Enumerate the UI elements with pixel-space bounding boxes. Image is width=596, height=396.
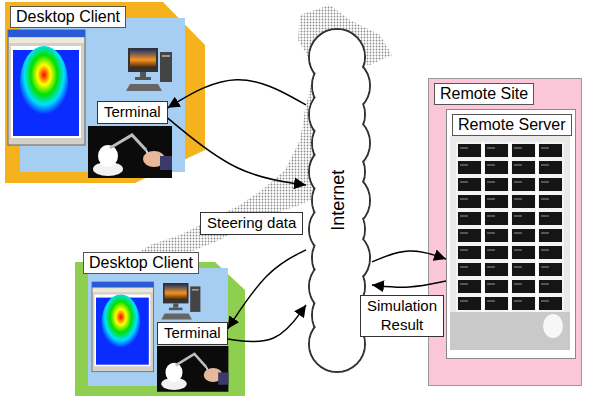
data-flow-arrow — [228, 305, 306, 342]
screenshot-image — [8, 30, 85, 145]
screenshot-image — [92, 282, 154, 372]
box-label: Simulation Result — [367, 297, 437, 335]
label-box: Simulation Result — [360, 295, 444, 337]
haptic-photo — [88, 126, 172, 178]
region-label: Desktop Client — [10, 6, 126, 28]
data-flow-arrow — [372, 281, 446, 287]
computer-icon — [126, 48, 172, 91]
box-label: Terminal — [164, 324, 221, 343]
data-flow-arrow — [168, 80, 306, 108]
cloud-label: Internet — [328, 170, 351, 231]
data-flow-arrow — [372, 251, 446, 262]
rack-post — [509, 142, 511, 312]
region-outline — [5, 2, 205, 183]
region-label: Remote Site — [434, 83, 534, 105]
region-label: Remote Server — [452, 114, 572, 136]
box-label: Steering data — [207, 214, 296, 233]
label-box: Terminal — [97, 101, 168, 124]
region-outline — [75, 262, 245, 396]
rack-post — [482, 142, 484, 312]
server-floor — [450, 312, 570, 350]
cloud-fill — [310, 317, 364, 371]
haptic-photo — [157, 346, 228, 392]
box-label: Terminal — [104, 103, 161, 122]
chair — [543, 314, 563, 338]
data-flow-arrow — [228, 250, 306, 329]
computer-icon — [161, 283, 200, 320]
label-box: Steering data — [200, 212, 303, 235]
label-box: Terminal — [157, 322, 228, 345]
rack-post — [536, 142, 538, 312]
data-flow-arrow — [168, 118, 306, 185]
server-room — [450, 136, 570, 350]
server-racks — [456, 142, 564, 312]
region-label: Desktop Client — [83, 252, 199, 274]
server-photo — [450, 136, 570, 350]
